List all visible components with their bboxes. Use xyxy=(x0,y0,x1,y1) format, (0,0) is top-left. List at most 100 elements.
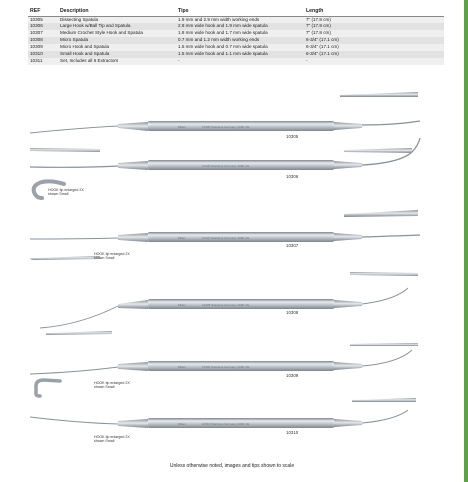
row-length: 6-3/4" (17.1 cm) xyxy=(306,44,339,50)
handle-texture xyxy=(150,122,332,130)
handle-engraving: 10305 Stainless Germany 100K CE xyxy=(202,125,249,129)
tip-note: HOOK tip enlarged 2X shown Small xyxy=(94,381,130,390)
brand-mark: Miltex xyxy=(178,125,186,129)
spatula-tip-right xyxy=(361,349,413,367)
spatula-tip-right xyxy=(361,120,421,126)
instrument-10306: 10306 Stainless Germany 100K CE xyxy=(29,137,421,200)
spatula-tip-left xyxy=(39,305,119,329)
hook-tip-left xyxy=(29,366,119,375)
instrument-10307: Miltex 10307 Stainless Germany 100K CE xyxy=(29,210,421,260)
tip-detail-right xyxy=(344,148,412,153)
spatula-tip-right xyxy=(361,409,409,424)
tip-detail-right xyxy=(340,92,418,97)
table-row: 10308 Micro Spatula 0.7 mm and 1.2 mm wi… xyxy=(28,37,444,45)
instrument-10310: Miltex 10310 Stainless Germany 100K CE xyxy=(29,398,416,428)
tip-note-line: HOOK tip enlarged 2X xyxy=(48,188,84,192)
brand-mark: Miltex xyxy=(178,303,186,307)
header-description: Description xyxy=(60,8,89,14)
taper-right xyxy=(334,419,362,427)
instrument-ref-label: 10308 xyxy=(286,310,299,315)
instrument-ref-label: 10307 xyxy=(286,243,299,248)
taper-left xyxy=(118,362,148,371)
hook-tip-left xyxy=(29,237,119,240)
spec-table: REF Description Tips Length 10305 Dissec… xyxy=(28,8,444,65)
tip-detail-left xyxy=(30,148,100,152)
handle-engraving: 10308 Stainless Germany 100K CE xyxy=(202,303,249,307)
instrument-ref-label: 10306 xyxy=(286,174,299,179)
row-description: Small Hook and Spatula xyxy=(60,50,110,56)
handle-texture xyxy=(150,300,332,308)
taper-right xyxy=(334,233,362,241)
row-length: - xyxy=(306,57,308,63)
row-ref: 10307 xyxy=(30,30,43,36)
spatula-tip-left xyxy=(29,165,119,168)
row-length: 6-3/4" (17.1 cm) xyxy=(306,37,339,43)
handle-engraving: 10310 Stainless Germany 100K CE xyxy=(202,422,249,426)
instrument-10305: Miltex 10305 Stainless Germany 100K CE xyxy=(29,92,421,152)
table-row: 10311 Set, Includes all 6 Extractors - - xyxy=(28,57,444,65)
row-description: Medium Crochet Style Hook and Spatula xyxy=(60,30,143,36)
row-tips: 2.8 mm wide hook and 1.9 mm wide spatula xyxy=(178,23,268,29)
row-tips: - xyxy=(178,57,180,63)
taper-left xyxy=(118,122,148,131)
tip-note-line: HOOK tip enlarged 2X xyxy=(94,435,130,439)
taper-left xyxy=(118,161,148,170)
row-description: Dissecting Spatula xyxy=(60,16,99,22)
row-length: 7" (17.8 cm) xyxy=(306,30,331,36)
row-tips: 0.7 mm and 1.2 mm width working ends xyxy=(178,37,260,43)
brand-mark: Miltex xyxy=(178,236,186,240)
spatula-tip-right xyxy=(361,287,409,305)
spatula-tip-left xyxy=(29,125,119,134)
spec-table-header: REF Description Tips Length xyxy=(28,8,444,17)
tip-note-line: shown Small xyxy=(94,385,115,390)
row-description: Set, Includes all 6 Extractors xyxy=(60,57,119,63)
brand-mark: Miltex xyxy=(178,422,186,426)
table-row: 10306 Large Hook w/Ball Tip and Spatula … xyxy=(28,23,444,31)
hook-enlarged xyxy=(30,256,100,260)
handle-engraving: 10309 Stainless Germany 100K CE xyxy=(202,365,249,369)
row-tips: 1.8 mm wide hook and 1.7 mm wide spatula xyxy=(178,30,268,36)
row-ref: 10309 xyxy=(30,44,43,50)
handle-engraving: 10307 Stainless Germany 100K CE xyxy=(202,236,249,240)
instrument-ref-label: 10305 xyxy=(286,134,299,139)
instrument-10309: Miltex 10309 Stainless Germany 100K CE xyxy=(29,343,418,398)
tip-detail-right xyxy=(350,343,418,346)
row-ref: 10305 xyxy=(30,16,43,22)
handle-texture xyxy=(150,233,332,241)
header-length: Length xyxy=(306,8,324,14)
tip-note-line: HOOK tip enlarged 2X xyxy=(94,252,130,256)
tip-note-line: shown Small xyxy=(94,439,115,444)
row-ref: 10310 xyxy=(30,50,43,56)
tip-detail-right xyxy=(352,398,416,402)
hook-tip-left xyxy=(29,416,119,425)
row-ref: 10308 xyxy=(30,37,43,43)
row-ref: 10311 xyxy=(30,57,43,63)
page-edge-accent-bar xyxy=(464,0,468,482)
row-tips: 1.5 mm wide hook and 0.7 mm wide spatula xyxy=(178,44,268,50)
row-tips: 1.9 mm and 2.9 mm width working ends xyxy=(178,16,260,22)
tip-detail-left xyxy=(46,331,112,335)
table-row: 10307 Medium Crochet Style Hook and Spat… xyxy=(28,30,444,38)
taper-left xyxy=(118,300,148,309)
tip-note: HOOK tip enlarged 2X shown Small xyxy=(94,435,130,444)
taper-right xyxy=(334,300,362,308)
tip-note-line: shown Small xyxy=(48,192,69,197)
figure-caption: Unless otherwise noted, images and tips … xyxy=(169,463,295,469)
table-row: 10305 Dissecting Spatula 1.9 mm and 2.9 … xyxy=(28,16,444,24)
header-tips: Tips xyxy=(178,8,189,14)
hook-enlarged xyxy=(34,378,62,398)
hook-enlarged xyxy=(31,179,66,200)
row-description: Micro Hook and Spatula xyxy=(60,44,110,50)
table-row: 10309 Micro Hook and Spatula 1.5 mm wide… xyxy=(28,44,444,51)
handle-texture xyxy=(150,161,332,169)
table-row: 10310 Small Hook and Spatula 1.5 mm wide… xyxy=(28,50,444,58)
tip-detail-right xyxy=(350,272,418,276)
row-length: 7" (17.8 cm) xyxy=(306,16,331,22)
row-description: Micro Spatula xyxy=(60,37,89,43)
row-description: Large Hook w/Ball Tip and Spatula xyxy=(60,23,131,29)
instrument-ref-label: 10309 xyxy=(286,373,299,378)
tip-detail-right xyxy=(344,210,418,217)
taper-left xyxy=(118,233,148,242)
taper-left xyxy=(118,419,148,428)
